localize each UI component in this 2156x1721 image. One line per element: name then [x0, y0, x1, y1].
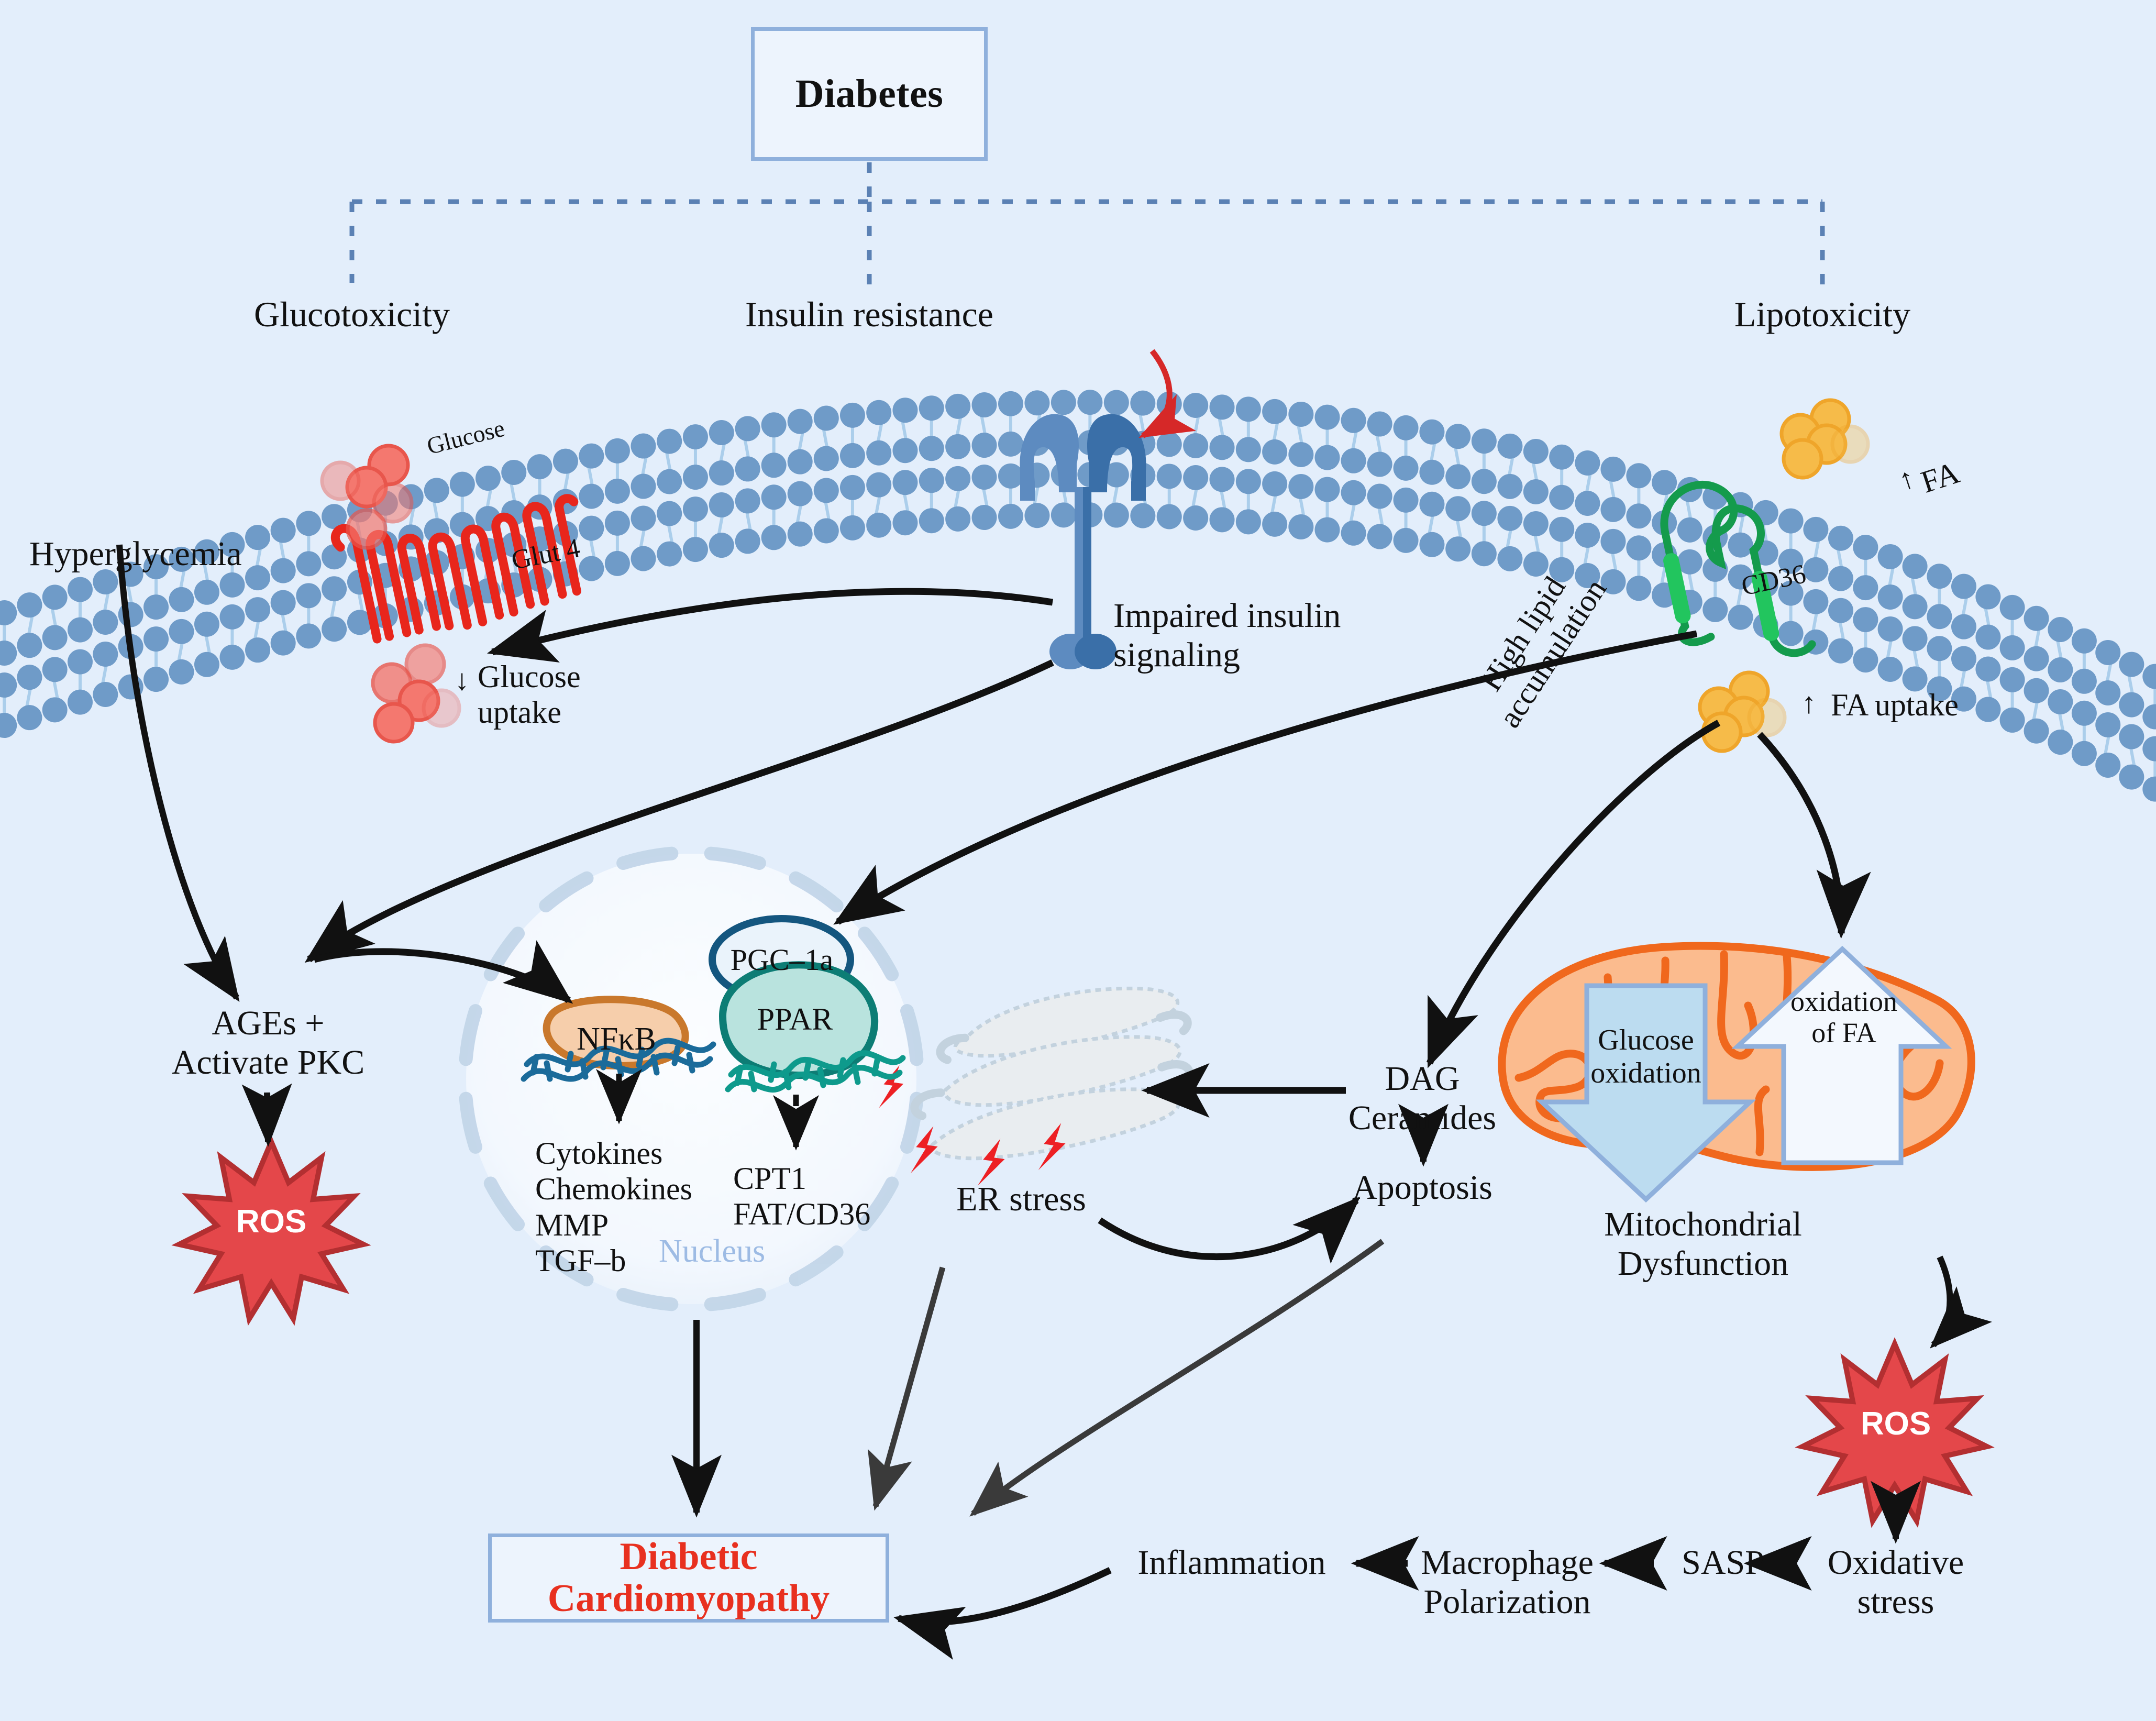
node-ages-activate-pkc[interactable]: AGEs + Activate PKC [171, 1004, 365, 1082]
glucose-molecules-extracellular [320, 444, 414, 550]
ros-label-mitochondrial: ROS [1860, 1406, 1931, 1442]
diabetes-label: Diabetes [795, 72, 944, 116]
node-macrophage-polarization[interactable]: Macrophage Polarization [1421, 1543, 1594, 1621]
ros-star-glucotoxicity [171, 1135, 371, 1326]
node-impaired-insulin-signaling[interactable]: Impaired insulin signaling [1113, 597, 1341, 675]
ros-label-glucotoxicity: ROS [236, 1204, 307, 1240]
er-stress-lightning-icons [878, 1065, 1066, 1186]
diabetic-cardiomyopathy-label: Diabetic Cardiomyopathy [547, 1535, 830, 1620]
fa-oxidation-up-arrow-icon [1731, 945, 1952, 1165]
fa-oxidation-label: oxidation of FA [1790, 985, 1897, 1049]
node-insulin-resistance[interactable]: Insulin resistance [745, 294, 993, 334]
nfkb-dna-complex [521, 996, 716, 1082]
fa-uptake-up-arrow-icon: ↑ [1801, 687, 1816, 720]
node-er-stress[interactable]: ER stress [956, 1180, 1086, 1218]
diabetes-box[interactable]: Diabetes [751, 27, 988, 161]
node-dag-ceramides[interactable]: DAG Ceramides [1348, 1060, 1497, 1138]
node-fa-uptake[interactable]: FA uptake [1831, 688, 1959, 722]
ppar-label: PPAR [757, 1001, 833, 1036]
nfkb-label: NFκB [577, 1021, 656, 1057]
node-glucotoxicity[interactable]: Glucotoxicity [254, 294, 450, 334]
node-glucose-uptake[interactable]: Glucose uptake [478, 659, 581, 730]
endoplasmic-reticulum-shape [910, 986, 1193, 1161]
node-oxidative-stress[interactable]: Oxidative stress [1827, 1543, 1964, 1621]
pgc1a-label: PGC–1a [730, 942, 834, 977]
node-lipotoxicity[interactable]: Lipotoxicity [1734, 294, 1911, 334]
nfkb-target-genes: Cytokines Chemokines MMP TGF–b [535, 1136, 692, 1278]
glucose-uptake-down-arrow-icon: ↓ [455, 664, 469, 697]
node-mitochondrial-dysfunction[interactable]: Mitochondrial Dysfunction [1604, 1205, 1802, 1283]
glucose-oxidation-label: Glucose oxidation [1590, 1024, 1701, 1089]
node-sasp[interactable]: SASP [1682, 1543, 1764, 1582]
node-apoptosis[interactable]: Apoptosis [1352, 1168, 1492, 1207]
diabetic-cardiomyopathy-box[interactable]: Diabetic Cardiomyopathy [488, 1534, 889, 1623]
ppar-target-genes: CPT1 FAT/CD36 [733, 1161, 871, 1232]
node-hyperglycemia[interactable]: Hyperglycemia [29, 535, 242, 573]
node-inflammation[interactable]: Inflammation [1137, 1543, 1326, 1582]
cd36-receptor-icon [1660, 481, 1816, 657]
fatty-acid-molecules-extracellular [1779, 398, 1870, 480]
nucleus-label: Nucleus [659, 1233, 766, 1269]
glucose-molecules-intracellular [371, 643, 461, 744]
fatty-acid-molecules-intracellular [1698, 670, 1787, 753]
